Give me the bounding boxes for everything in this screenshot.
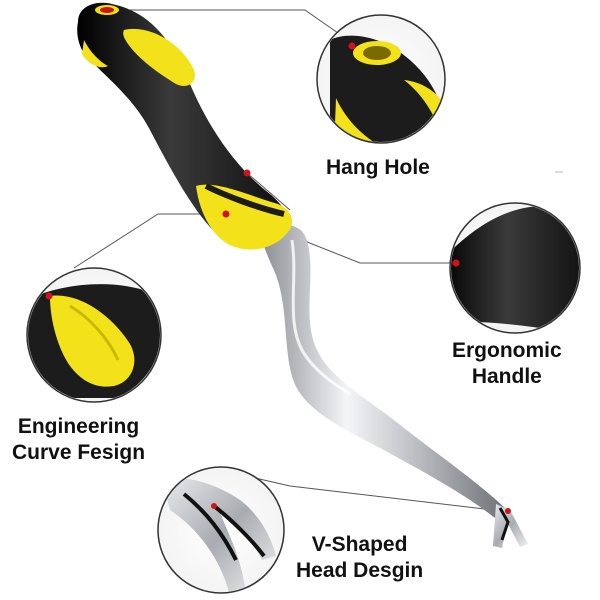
steel-shaft — [262, 225, 528, 548]
hang-hole-detail — [316, 14, 446, 144]
v-shaped-head-label-line-1: V-Shaped — [311, 533, 408, 556]
v-shaped-head-label-line-2: Head Desgin — [296, 559, 424, 582]
hang-hole-label: Hang Hole — [326, 155, 430, 181]
engineering-curve-label-line-2: Curve Fesign — [12, 441, 146, 464]
v-shaped-head-detail — [157, 466, 285, 594]
ergonomic-handle-detail — [449, 202, 581, 334]
v-shaped-head-label: V-Shaped Head Desgin — [296, 532, 423, 584]
engineering-curve-label: Engineering Curve Fesign — [12, 414, 145, 466]
engineering-curve-detail — [26, 267, 162, 403]
hang-hole-label-line: Hang Hole — [326, 156, 430, 179]
handle — [77, 2, 511, 514]
ergonomic-handle-label: Ergonomic Handle — [452, 338, 562, 390]
engineering-curve-label-line-1: Engineering — [17, 415, 140, 438]
ergonomic-handle-label-line-1: Ergonomic — [452, 339, 562, 362]
ergonomic-handle-label-line-2: Handle — [471, 365, 542, 388]
